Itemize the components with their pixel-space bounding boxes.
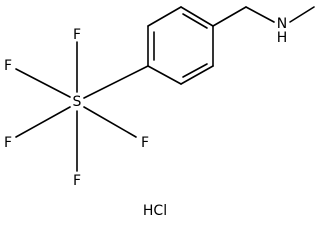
fluorine-bottom-label: F [73, 173, 81, 189]
ch2-to-nitrogen-bond [245, 6, 275, 23]
nitrogen-label: N [277, 16, 287, 32]
sulfur-label: S [73, 94, 82, 110]
amine-hydrogen-label: H [277, 30, 288, 46]
fluorine-upper-left-label: F [4, 58, 12, 74]
sulfur-fluorine-upper-left-bond [15, 68, 71, 98]
ring-double-bond-2 [182, 63, 208, 78]
fluorine-right-label: F [141, 135, 149, 151]
ring-bond-6 [147, 6, 182, 27]
hydrochloride-salt-label: HCl [143, 203, 167, 219]
sulfur-fluorine-lower-left-bond [15, 106, 71, 138]
chemical-structure: S F F F F F N H HCl [4, 6, 315, 219]
sulfur-fluorine-right-bond [83, 106, 137, 138]
fluorine-top-label: F [73, 27, 81, 43]
nitrogen-to-methyl-bond [289, 6, 315, 23]
ring-to-sulfur-bond [83, 65, 149, 99]
ring-to-ch2-bond [212, 6, 247, 27]
fluorine-lower-left-label: F [4, 135, 12, 151]
benzene-ring [147, 6, 214, 85]
ring-bond-1 [180, 6, 214, 27]
ring-bond-4 [147, 65, 182, 85]
ring-double-bond-1 [182, 13, 208, 29]
ring-bond-3 [180, 65, 214, 85]
